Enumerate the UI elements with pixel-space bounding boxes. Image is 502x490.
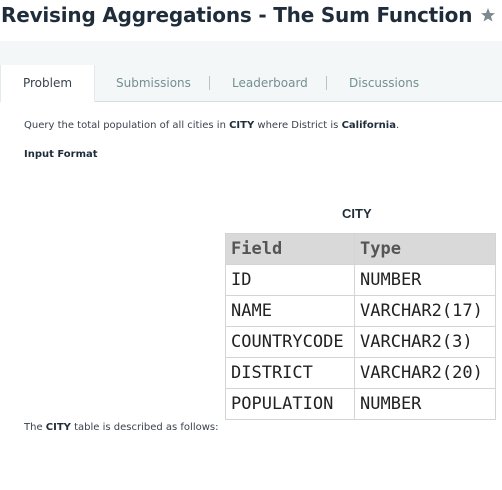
description-text: The <box>24 422 46 433</box>
type-cell: VARCHAR2(17) <box>354 295 496 327</box>
type-cell: VARCHAR2(20) <box>354 357 496 389</box>
page-header: Revising Aggregations - The Sum Function <box>0 0 502 30</box>
type-cell: NUMBER <box>354 388 496 420</box>
tab-discussions[interactable]: Discussions <box>349 65 419 101</box>
statement-text: Query the total population of all cities… <box>24 120 230 131</box>
statement-text: . <box>395 120 400 131</box>
field-cell: NAME <box>225 295 355 327</box>
header-divider-band <box>0 41 502 65</box>
table-row: COUNTRYCODE VARCHAR2(3) <box>225 326 496 358</box>
tab-separator <box>326 76 327 90</box>
table-row: ID NUMBER <box>225 264 496 296</box>
problem-statement: Query the total population of all cities… <box>24 120 399 131</box>
tab-submissions[interactable]: Submissions <box>116 65 191 101</box>
type-cell: NUMBER <box>354 264 496 296</box>
table-caption: CITY <box>342 206 372 221</box>
tab-bar: Problem Submissions Leaderboard Discussi… <box>0 65 502 102</box>
table-row: DISTRICT VARCHAR2(20) <box>225 357 496 389</box>
description-table-name: CITY <box>45 422 71 433</box>
city-schema-table: Field Type ID NUMBER NAME VARCHAR2(17) C… <box>225 233 496 420</box>
description-text: table is described as follows: <box>70 422 219 433</box>
table-header-row: Field Type <box>225 233 496 265</box>
field-cell: POPULATION <box>225 388 355 420</box>
tab-label: Submissions <box>116 76 191 90</box>
table-row: NAME VARCHAR2(17) <box>225 295 496 327</box>
field-cell: ID <box>225 264 355 296</box>
star-icon[interactable] <box>480 7 496 23</box>
tab-separator <box>209 76 210 90</box>
tab-problem[interactable]: Problem <box>0 65 95 102</box>
problem-content: Query the total population of all cities… <box>0 102 502 490</box>
type-cell: VARCHAR2(3) <box>354 326 496 358</box>
page-title: Revising Aggregations - The Sum Function <box>1 3 473 27</box>
statement-table-name: CITY <box>229 120 255 131</box>
column-header: Type <box>354 233 496 265</box>
tab-label: Problem <box>22 76 73 90</box>
statement-district: California <box>341 120 396 131</box>
statement-text: where District is <box>254 120 342 131</box>
field-cell: COUNTRYCODE <box>225 326 355 358</box>
input-format-heading: Input Format <box>24 149 98 160</box>
tab-label: Discussions <box>349 76 420 90</box>
field-cell: DISTRICT <box>225 357 355 389</box>
tab-label: Leaderboard <box>232 76 308 90</box>
column-header: Field <box>225 233 355 265</box>
tab-leaderboard[interactable]: Leaderboard <box>232 65 308 101</box>
table-row: POPULATION NUMBER <box>225 388 496 420</box>
table-description: The CITY table is described as follows: <box>24 422 218 433</box>
